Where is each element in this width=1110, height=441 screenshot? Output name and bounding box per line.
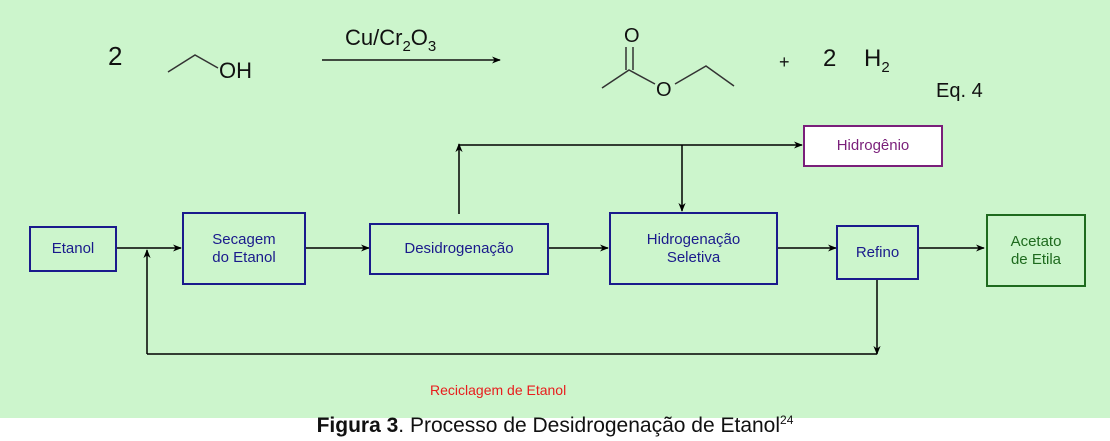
recycle-label: Reciclagem de Etanol (430, 382, 567, 398)
ethanol-oh-label: OH (219, 58, 252, 83)
carbonyl-oxygen: O (624, 25, 640, 47)
box-hidrogenacao-label-2: Seletiva (666, 248, 721, 266)
equation-number: Eq. 4 (936, 80, 983, 102)
box-desidrogenacao: Desidrogenação (369, 223, 549, 275)
box-acetato-label-2: de Etila (1010, 250, 1062, 268)
plus-sign: + (779, 52, 790, 72)
box-refino-label: Refino (855, 243, 900, 261)
caption-text: . Processo de Desidrogenação de Etanol (398, 414, 781, 437)
ethanol-skeleton (167, 54, 219, 73)
ester-skeleton-right (674, 65, 735, 87)
box-hidrogenio: Hidrogênio (803, 125, 943, 167)
box-acetato-label-1: Acetato (1010, 232, 1062, 250)
box-hidrogenacao-label-1: Hidrogenação (646, 230, 741, 248)
diagram-panel (0, 0, 1110, 418)
caption-reference: 24 (780, 413, 794, 427)
box-secagem-label-2: do Etanol (212, 248, 276, 266)
caption-figure-number: Figura 3 (316, 414, 399, 437)
h2-coefficient: 2 (823, 45, 836, 72)
h2-formula: H2 (864, 45, 890, 76)
catalyst-label: Cu/Cr2O3 (345, 25, 436, 55)
ethanol-coefficient: 2 (108, 41, 122, 71)
box-secagem-label-1: Secagem (212, 230, 276, 248)
box-refino: Refino (836, 225, 919, 280)
figure-caption: Figura 3. Processo de Desidrogenação de … (0, 413, 1110, 438)
box-hidrogenio-label: Hidrogênio (836, 137, 910, 154)
box-desidrogenacao-label: Desidrogenação (404, 240, 514, 257)
ester-skeleton-left (601, 69, 656, 89)
box-etanol-label: Etanol (51, 240, 95, 257)
ester-oxygen: O (656, 79, 672, 101)
box-etanol: Etanol (29, 226, 117, 272)
